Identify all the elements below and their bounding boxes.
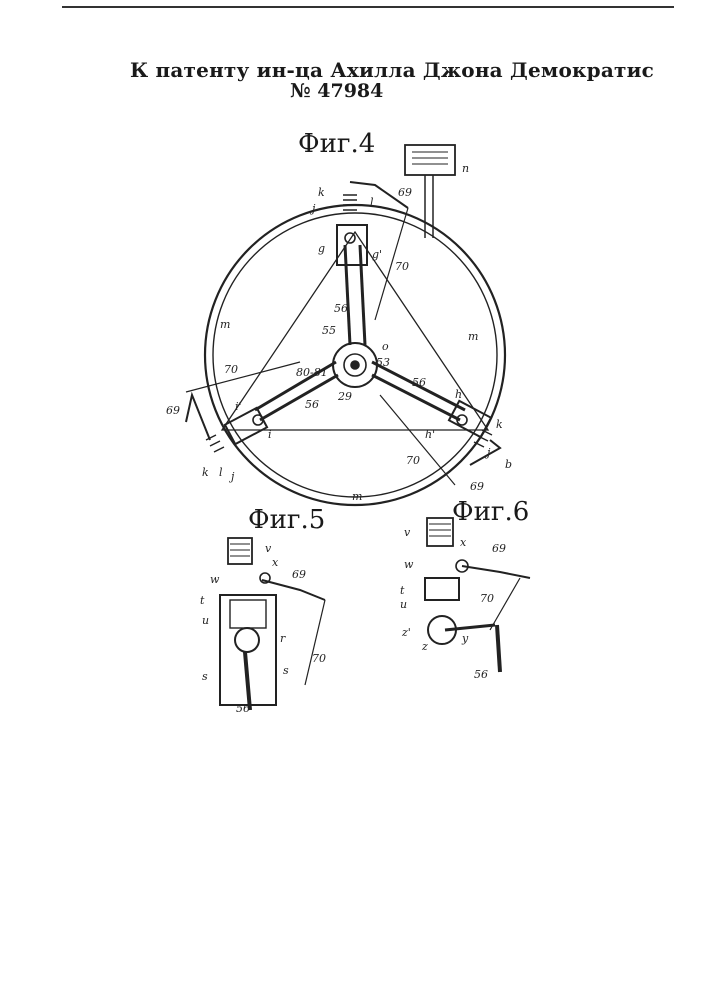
label-69-right: 69 xyxy=(470,480,484,493)
label-53: 53 xyxy=(376,356,390,369)
label-69-fig6: 69 xyxy=(492,542,506,555)
label-x-fig5: x xyxy=(272,556,279,569)
label-o: o xyxy=(382,340,389,353)
label-69-left: 69 xyxy=(166,404,180,417)
label-u-fig6: u xyxy=(400,598,407,611)
label-55: 55 xyxy=(322,324,336,337)
label-t-fig5: t xyxy=(200,594,205,607)
label-56-fig6: 56 xyxy=(474,668,488,681)
label-z-fig6: z xyxy=(421,640,428,653)
label-w-fig6: w xyxy=(404,558,414,571)
label-s-fig5-left: s xyxy=(202,670,208,683)
label-v-fig6: v xyxy=(404,526,411,539)
fig6-drawing xyxy=(425,518,530,672)
label-z1-fig6: z' xyxy=(401,626,411,639)
label-x-fig6: x xyxy=(460,536,467,549)
label-k-top: k xyxy=(318,186,325,199)
label-56-fig5: 56 xyxy=(236,702,250,715)
label-k-right: k xyxy=(496,418,503,431)
label-k-left: k xyxy=(202,466,209,479)
label-i: i xyxy=(268,428,272,441)
label-j-left: j xyxy=(228,470,235,483)
label-n: n xyxy=(462,162,469,175)
label-l-top: l xyxy=(370,196,374,209)
label-t-fig6: t xyxy=(400,584,405,597)
label-g1: g' xyxy=(372,248,382,261)
label-b: b xyxy=(505,458,512,471)
label-g: g xyxy=(318,242,325,255)
label-56-left: 56 xyxy=(305,398,319,411)
label-56-right: 56 xyxy=(412,376,426,389)
label-56-top: 56 xyxy=(334,302,348,315)
label-i1: i' xyxy=(235,400,242,413)
fig6-label: Фиг.6 xyxy=(452,497,529,527)
label-29: 29 xyxy=(337,390,352,403)
label-m-bottom: m xyxy=(352,490,362,503)
label-l-left: l xyxy=(219,466,223,479)
label-j-top: j xyxy=(309,202,316,215)
label-69-fig5: 69 xyxy=(292,568,306,581)
label-m-left: m xyxy=(220,318,230,331)
fig4-label: Фиг.4 xyxy=(298,129,375,159)
label-8081: 80-81 xyxy=(296,366,328,379)
label-70-left: 70 xyxy=(224,363,238,376)
label-w-fig5: w xyxy=(210,573,220,586)
label-69-top: 69 xyxy=(398,186,412,199)
fig4-drawing xyxy=(186,145,505,505)
label-70-bottom: 70 xyxy=(406,454,420,467)
label-70-top: 70 xyxy=(395,260,409,273)
label-70-fig6: 70 xyxy=(480,592,494,605)
label-h: h xyxy=(455,388,462,401)
fig5-label: Фиг.5 xyxy=(248,505,325,535)
label-u-fig5: u xyxy=(202,614,209,627)
label-m-right: m xyxy=(468,330,478,343)
label-y-fig6: y xyxy=(461,632,469,645)
label-h1: h' xyxy=(425,428,435,441)
label-r-fig5: r xyxy=(280,632,286,645)
label-v-fig5: v xyxy=(265,542,272,555)
label-s-fig5-right: s xyxy=(283,664,289,677)
label-70-fig5: 70 xyxy=(312,652,326,665)
